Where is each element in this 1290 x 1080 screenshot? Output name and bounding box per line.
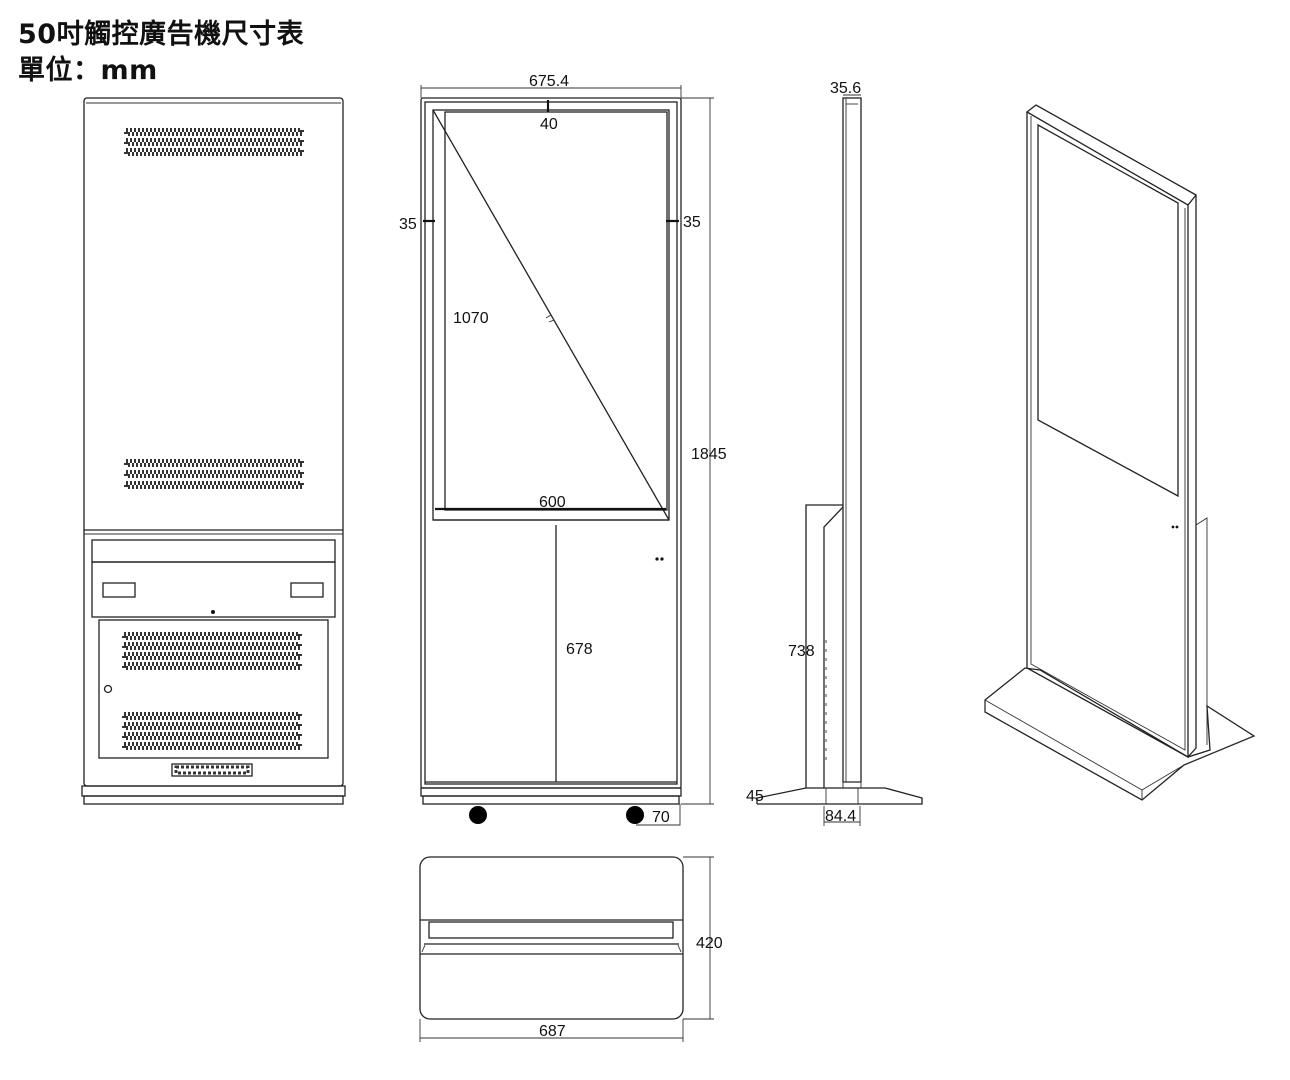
dim-bezel-top: 40 bbox=[540, 116, 558, 133]
dim-total-height: 1845 bbox=[691, 446, 727, 463]
rear-vent-top bbox=[124, 128, 304, 156]
dim-side-base-width: 84.4 bbox=[825, 808, 856, 825]
dim-wheel-height: 70 bbox=[652, 809, 670, 826]
dim-bezel-left: 35 bbox=[399, 216, 417, 233]
perspective-view bbox=[984, 104, 1256, 801]
base-top-view bbox=[419, 856, 714, 1042]
dim-base-depth: 420 bbox=[696, 935, 723, 952]
rear-vent-cabinet bbox=[122, 632, 302, 750]
side-view bbox=[751, 94, 923, 826]
unit-label: 單位：mm bbox=[18, 55, 158, 86]
front-view bbox=[420, 85, 714, 826]
diagram-title: 50吋觸控廣告機尺寸表 bbox=[18, 19, 305, 50]
dim-bezel-right: 35 bbox=[683, 214, 701, 231]
dim-screen-width: 600 bbox=[539, 494, 566, 511]
dim-base-width: 687 bbox=[539, 1023, 566, 1040]
dim-side-base-height: 738 bbox=[788, 643, 815, 660]
rear-view bbox=[81, 97, 346, 805]
front-wheel-left bbox=[469, 806, 487, 824]
front-wheel-right bbox=[626, 806, 644, 824]
dim-side-depth: 35.6 bbox=[830, 80, 861, 97]
rear-vent-middle bbox=[124, 459, 304, 489]
dim-cabinet-height: 678 bbox=[566, 641, 593, 658]
dim-foot-height: 45 bbox=[746, 788, 764, 805]
dim-screen-height: 1070 bbox=[453, 310, 489, 327]
dim-front-width: 675.4 bbox=[529, 73, 569, 90]
